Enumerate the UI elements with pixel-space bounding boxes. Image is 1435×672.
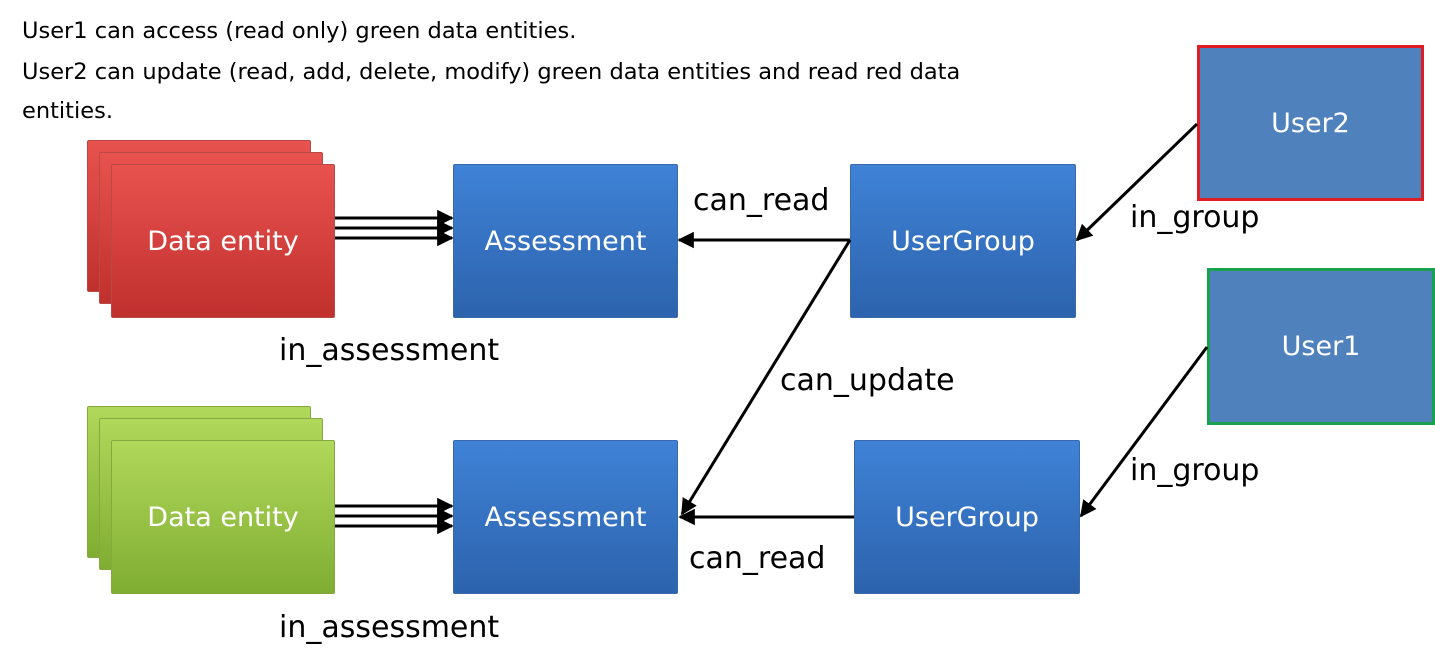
can-read-bottom-label: can_read: [689, 541, 826, 576]
red-data-entity-node: Data entity: [111, 164, 335, 318]
in-group-top-label: in_group: [1130, 200, 1260, 235]
green-data-entity-label: Data entity: [147, 501, 299, 533]
assessment-bottom-node: Assessment: [453, 440, 678, 594]
description-line-3: entities.: [22, 98, 113, 124]
usergroup-top-label: UserGroup: [891, 225, 1035, 257]
assessment-top-label: Assessment: [484, 225, 647, 257]
in-assessment-top-label: in_assessment: [279, 333, 500, 368]
user2-label: User2: [1271, 107, 1350, 139]
user1-label: User1: [1281, 331, 1361, 362]
in-group-bottom-arrow: [1079, 346, 1209, 518]
can-update-label: can_update: [780, 363, 955, 398]
green-data-entity-node: Data entity: [111, 440, 335, 594]
red-data-entity-label: Data entity: [147, 225, 299, 257]
usergroup-top-node: UserGroup: [850, 164, 1076, 318]
in-assessment-bottom-label: in_assessment: [279, 610, 500, 645]
assessment-bottom-label: Assessment: [484, 501, 647, 533]
description-line-2: User2 can update (read, add, delete, mod…: [22, 59, 961, 85]
description-line-1: User1 can access (read only) green data …: [22, 18, 577, 44]
assessment-top-node: Assessment: [453, 164, 678, 318]
can-read-top-label: can_read: [693, 183, 830, 218]
can-update-arrow: [680, 239, 852, 516]
in-group-top-arrow: [1075, 122, 1199, 242]
in-group-bottom-label: in_group: [1130, 453, 1260, 488]
usergroup-bottom-label: UserGroup: [895, 501, 1039, 533]
user1-node: User1: [1207, 268, 1435, 425]
user2-node: User2: [1197, 45, 1424, 201]
usergroup-bottom-node: UserGroup: [854, 440, 1080, 594]
